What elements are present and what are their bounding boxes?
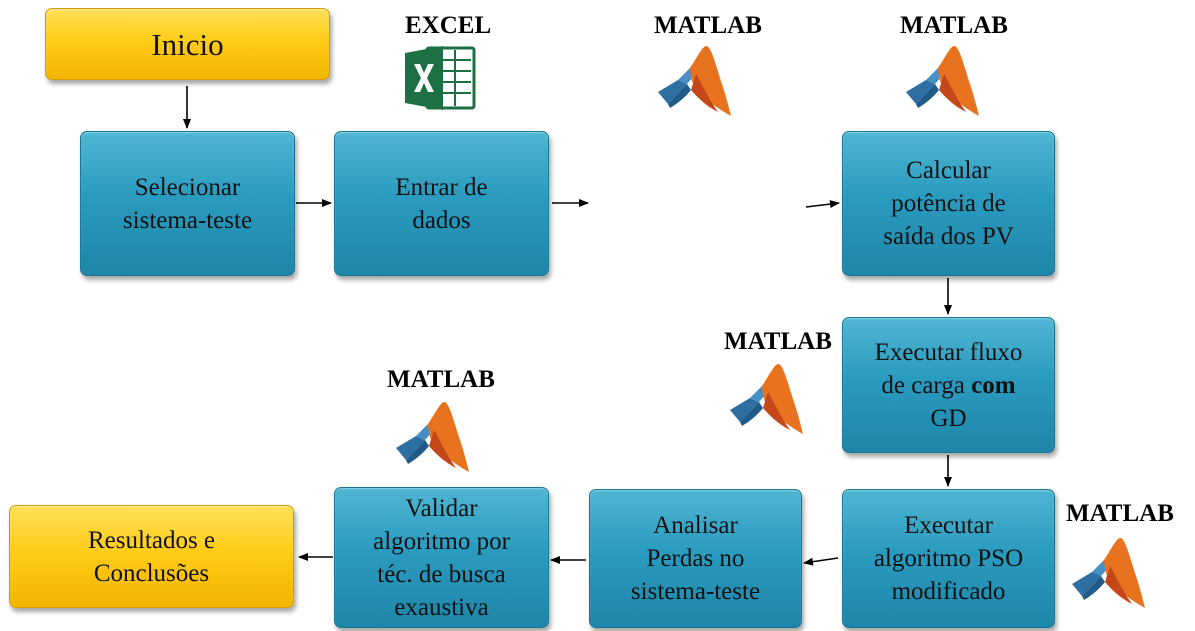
analisar-line-3: sistema-teste <box>630 578 761 605</box>
arrow-into-calcular <box>805 200 840 209</box>
validar-algoritmo-box: Validar algoritmo por téc. de busca exau… <box>334 487 549 628</box>
arrow-pso-to-analisar <box>803 557 839 566</box>
entrar-dados-box: Entrar de dados <box>334 131 549 276</box>
calcular-line-3: saída dos PV <box>883 223 1014 250</box>
matlab-label-1: MATLAB <box>654 12 762 39</box>
analisar-line-2: Perdas no <box>646 545 745 572</box>
excel-logo-icon <box>405 46 476 110</box>
pso-line-2: algoritmo PSO <box>873 545 1024 572</box>
resultados-line-2: Conclusões <box>93 559 210 587</box>
entrar-line-2: dados <box>412 206 471 234</box>
validar-line-2: algoritmo por <box>373 527 510 555</box>
matlab-label-5: MATLAB <box>1066 500 1174 527</box>
entrar-line-1: Entrar de <box>395 173 488 201</box>
fluxo-line-3: GD <box>930 404 967 432</box>
fluxo-line-2-bold: com <box>971 371 1016 399</box>
pso-line-1: Executar <box>904 512 993 539</box>
executar-fluxo-carga-box: Executar fluxo de carga com GD <box>842 317 1055 453</box>
resultados-box: Resultados e Conclusões <box>9 505 294 608</box>
matlab-label-2: MATLAB <box>900 12 1008 39</box>
calcular-line-1: Calcular <box>906 157 991 184</box>
executar-pso-box: Executar algoritmo PSO modificado <box>842 489 1055 628</box>
resultados-line-1: Resultados e <box>87 526 216 554</box>
validar-line-4: exaustiva <box>394 593 489 621</box>
selecionar-line-1: Selecionar <box>134 173 241 201</box>
calcular-line-2: potência de <box>891 190 1006 217</box>
fluxo-line-2: de carga com <box>875 369 1023 402</box>
matlab-label-3: MATLAB <box>724 328 832 355</box>
inicio-box: Inicio <box>45 8 330 80</box>
selecionar-line-2: sistema-teste <box>122 206 253 234</box>
matlab-logo-icon-5 <box>1072 537 1145 608</box>
inicio-label: Inicio <box>151 26 224 62</box>
validar-line-1: Validar <box>405 494 478 522</box>
fluxo-line-1: Executar fluxo <box>874 338 1023 366</box>
matlab-logo-icon-3 <box>730 363 803 434</box>
selecionar-sistema-teste-box: Selecionar sistema-teste <box>80 131 295 276</box>
excel-label: EXCEL <box>405 12 492 39</box>
matlab-logo-icon-1 <box>658 45 731 117</box>
calcular-potencia-box: Calcular potência de saída dos PV <box>842 131 1055 276</box>
matlab-logo-icon-4 <box>396 401 469 472</box>
fluxo-line-2-text: de carga <box>881 371 972 399</box>
matlab-label-4: MATLAB <box>387 366 495 393</box>
analisar-line-1: Analisar <box>653 512 738 539</box>
matlab-logo-icon-2 <box>906 45 979 117</box>
validar-line-3: téc. de busca <box>377 560 506 588</box>
pso-line-3: modificado <box>891 578 1006 605</box>
analisar-perdas-box: Analisar Perdas no sistema-teste <box>589 489 802 628</box>
